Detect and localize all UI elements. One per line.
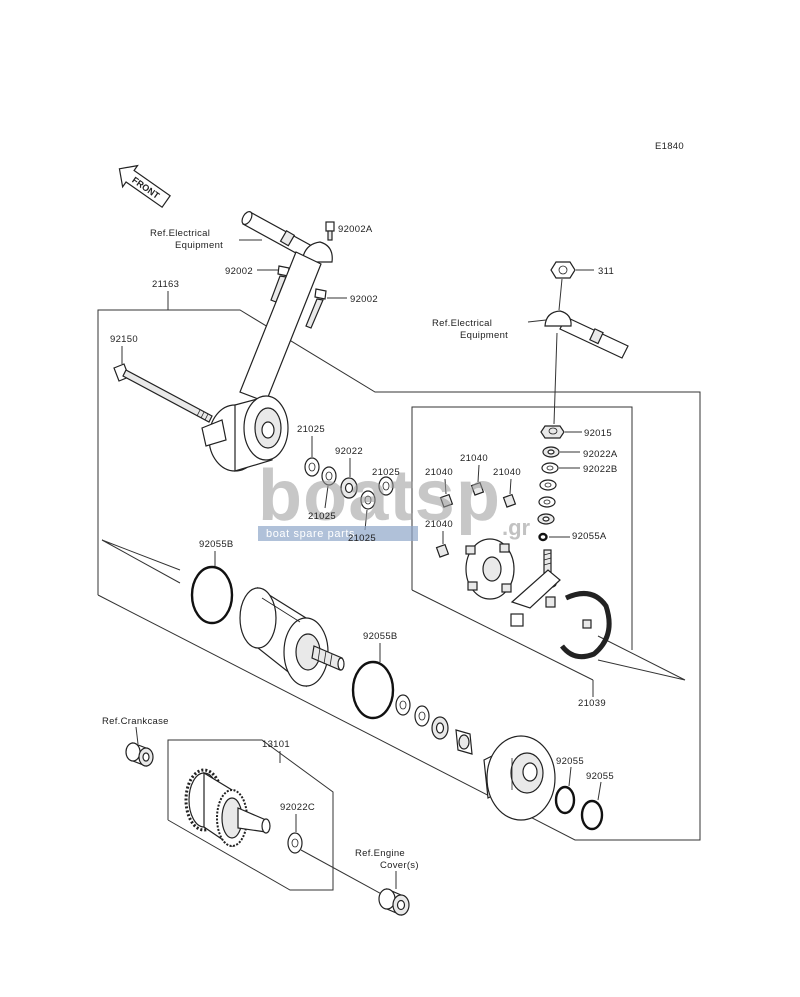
washer-92022 xyxy=(340,458,358,499)
label-92022: 92022 xyxy=(335,446,363,457)
washer-21025-b xyxy=(378,476,394,496)
watermark-tagline: boat spare parts xyxy=(266,528,355,540)
label-92002A: 92002A xyxy=(338,224,373,235)
washer-92022B xyxy=(541,462,580,474)
label-92022C: 92022C xyxy=(280,802,315,813)
oring-92055-a xyxy=(554,766,576,815)
label-21040-b: 21040 xyxy=(460,453,488,464)
oring-92055A xyxy=(538,532,570,542)
brush-21040-b xyxy=(470,464,485,496)
ref-crankcase: Ref.Crankcase xyxy=(102,716,169,727)
front-cover xyxy=(483,735,556,821)
label-13101: 13101 xyxy=(262,739,290,750)
brush-plate xyxy=(465,538,515,600)
bolt-92002A xyxy=(325,221,335,241)
ref-electrical-left-line1: Ref.Electrical xyxy=(150,228,210,239)
label-92002-left: 92002 xyxy=(225,266,253,277)
bolt-92002-right xyxy=(305,288,347,329)
starter-assembly-outline xyxy=(97,291,701,841)
clutch-group-outline xyxy=(167,739,334,891)
front-washers xyxy=(395,694,449,740)
oring-92055B-left xyxy=(190,551,234,625)
front-arrow-icon xyxy=(118,164,171,209)
diagram-id: E1840 xyxy=(655,141,684,152)
nut-92015 xyxy=(540,425,582,439)
oring-92055B-right xyxy=(351,643,395,720)
front-bearing xyxy=(455,729,473,755)
oring-92055-b xyxy=(580,781,604,831)
label-92055B-left: 92055B xyxy=(199,539,234,550)
washer-21025-a xyxy=(304,436,320,477)
label-21039: 21039 xyxy=(578,698,606,709)
watermark-suffix: .gr xyxy=(502,515,531,540)
ref-electrical-right-line1: Ref.Electrical xyxy=(432,318,492,329)
motor-yoke xyxy=(239,586,329,688)
brush-holder-group-outline xyxy=(411,406,686,697)
label-21040-a: 21040 xyxy=(425,467,453,478)
label-311: 311 xyxy=(598,266,614,277)
bolt-92150 xyxy=(113,346,213,423)
label-21025-a: 21025 xyxy=(297,424,325,435)
front-direction-arrow: FRONT xyxy=(118,164,171,209)
right-electrical-cable xyxy=(527,310,629,425)
label-92150: 92150 xyxy=(110,334,138,345)
washer-92022C xyxy=(287,814,388,898)
left-electrical-cable xyxy=(241,211,333,263)
label-92055B-right: 92055B xyxy=(363,631,398,642)
label-92022B: 92022B xyxy=(583,464,618,475)
ref-electrical-left-line2: Equipment xyxy=(175,240,223,251)
watermark-brand: boatsp xyxy=(258,456,500,536)
label-21040-d: 21040 xyxy=(425,519,453,530)
terminal-washer-stack xyxy=(537,479,557,525)
washer-92022A xyxy=(542,446,580,458)
label-92002-right: 92002 xyxy=(350,294,378,305)
starter-clutch-13101 xyxy=(184,768,271,848)
callout-labels: Ref.Electrical Equipment 92002A 92002 92… xyxy=(102,224,618,871)
crankcase-bushing xyxy=(125,726,154,767)
label-21040-c: 21040 xyxy=(493,467,521,478)
label-92055-b: 92055 xyxy=(586,771,614,782)
washer-21025-c xyxy=(321,466,337,509)
label-92015: 92015 xyxy=(584,428,612,439)
nut-311 xyxy=(550,261,594,311)
label-21025-c: 21025 xyxy=(308,511,336,522)
label-92022A: 92022A xyxy=(583,449,618,460)
watermark: boatsp .gr boat spare parts xyxy=(258,456,531,541)
label-21163: 21163 xyxy=(152,279,179,290)
label-92055-a: 92055 xyxy=(556,756,584,767)
ref-engine-cover-line2: Cover(s) xyxy=(380,860,419,871)
brush-holder-21039 xyxy=(510,569,612,660)
ref-electrical-right-line2: Equipment xyxy=(460,330,508,341)
rear-cover-with-bracket xyxy=(201,251,322,472)
armature-shaft xyxy=(311,645,345,671)
label-92055A: 92055A xyxy=(572,531,607,542)
brush-21040-a xyxy=(439,478,454,508)
engine-cover-bushing xyxy=(378,871,410,916)
label-21025-d: 21025 xyxy=(348,533,376,544)
label-21025-b: 21025 xyxy=(372,467,400,478)
brush-21040-d xyxy=(435,531,450,558)
ref-engine-cover-line1: Ref.Engine xyxy=(355,848,405,859)
brush-21040-c xyxy=(502,478,517,508)
